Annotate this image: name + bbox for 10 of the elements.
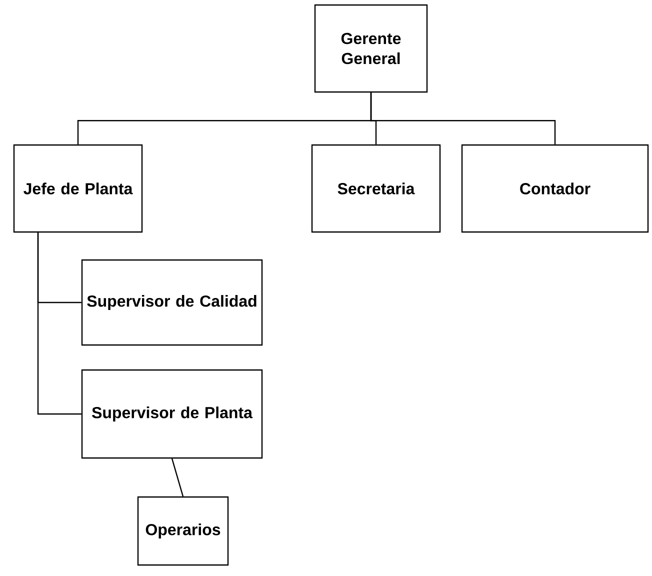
org-box: Gerente General [314,4,428,93]
connector-line [370,92,556,144]
connector-line [37,232,82,415]
org-box: Supervisor de Planta [81,369,263,459]
connector-line [171,458,184,497]
org-box: Secretaria [311,144,441,233]
org-box: Contador [461,144,649,233]
org-box: Jefe de Planta [13,144,143,233]
org-box: Supervisor de Calidad [81,259,263,346]
org-box: Operarios [137,496,229,566]
